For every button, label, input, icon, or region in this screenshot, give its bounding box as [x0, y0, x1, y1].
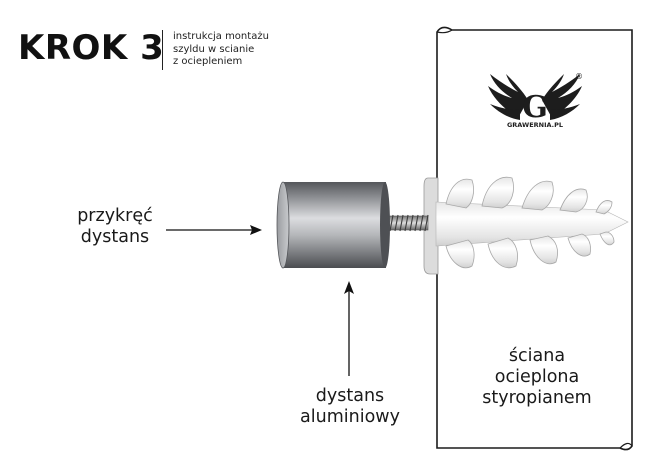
logo-brand: GRAWERNIA.PL [507, 121, 563, 129]
spacer-label: dystans aluminiowy [285, 386, 415, 428]
left-wing-icon [488, 74, 528, 120]
label-line: styropianem [482, 388, 592, 408]
step-description-line: z ociepleniem [173, 56, 243, 67]
arrow-screw [166, 225, 262, 235]
wall-label: ściana ocieplona styropianem [462, 346, 612, 409]
registered-mark: ® [575, 72, 583, 81]
step-description: instrukcja montażu szyldu w scianie z oc… [173, 31, 269, 69]
grawernia-logo: G GRAWERNIA.PL ® [488, 72, 583, 129]
arrow-spacer [344, 281, 354, 376]
step-description-line: szyldu w scianie [173, 43, 255, 55]
screw-instruction-label: przykręć dystans [60, 206, 170, 248]
right-wing-icon [542, 74, 582, 120]
label-line: aluminiowy [300, 407, 400, 427]
label-line: ściana [508, 346, 566, 366]
label-line: ocieplona [494, 367, 580, 387]
label-line: dystans [80, 227, 150, 247]
insulation-dowel [423, 176, 629, 275]
step-title: KROK 3 [18, 28, 165, 68]
screw-thread [383, 214, 429, 232]
logo-letter: G [522, 90, 548, 125]
label-line: przykręć [77, 206, 153, 226]
label-line: dystans [315, 386, 385, 406]
aluminium-spacer [276, 181, 390, 269]
step-description-line: instrukcja montażu [173, 31, 269, 42]
header-divider [162, 30, 163, 70]
